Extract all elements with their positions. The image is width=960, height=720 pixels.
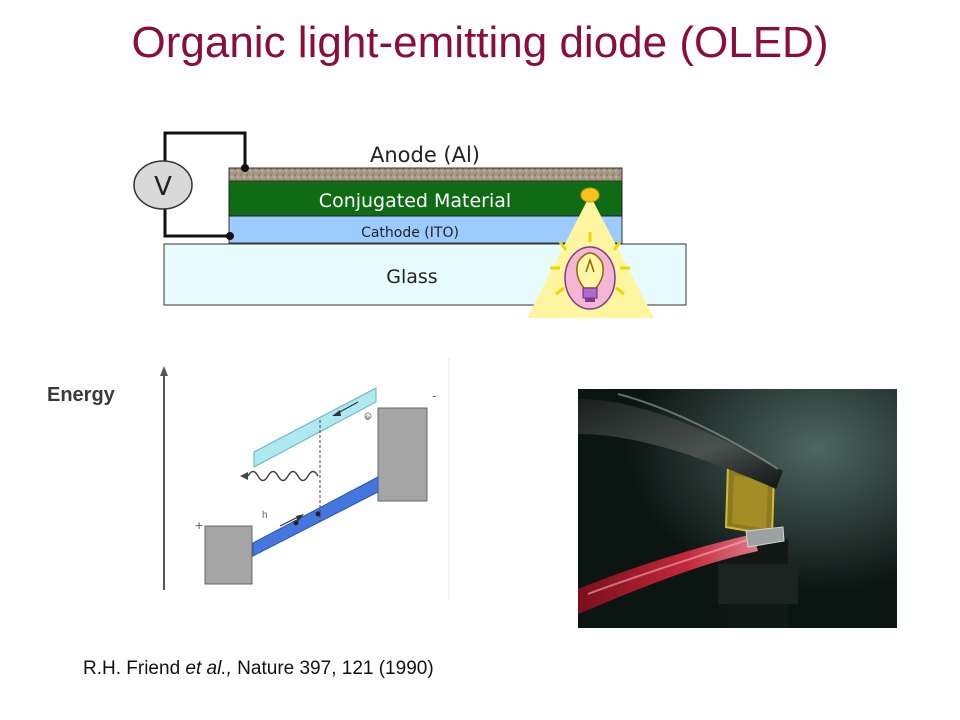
plus-sign: + xyxy=(195,517,203,533)
voltage-label: V xyxy=(154,172,172,202)
circuit-wire xyxy=(163,131,247,238)
glass-label: Glass xyxy=(386,266,437,288)
photon-wave-icon xyxy=(247,470,319,482)
anode-energy-block xyxy=(204,525,253,585)
cathode-contact-dot xyxy=(226,232,234,240)
oled-device-photo xyxy=(578,389,897,628)
anode-contact-dot xyxy=(241,164,249,172)
cathode-energy-block xyxy=(377,407,428,502)
electron-label: e xyxy=(365,413,370,422)
conjugated-layer xyxy=(228,180,623,217)
slide-title: Organic light-emitting diode (OLED) xyxy=(131,18,829,67)
anode-label: Anode (Al) xyxy=(370,143,480,167)
energy-band-diagram: e + - h xyxy=(160,358,450,600)
citation-reference: Nature 397, 121 (1990) xyxy=(231,658,434,679)
cathode-layer xyxy=(228,215,623,244)
citation-etal: et al., xyxy=(185,658,232,679)
lumo-band xyxy=(253,387,377,468)
citation-authors: R.H. Friend xyxy=(83,658,186,679)
voltage-source: V xyxy=(133,160,193,210)
lightbulb-icon xyxy=(550,232,630,310)
oled-photo-drawing xyxy=(578,389,897,628)
energy-axis xyxy=(160,366,168,590)
energy-axis-label: Energy xyxy=(47,384,115,406)
cathode-label: Cathode (ITO) xyxy=(361,225,459,241)
anode-layer xyxy=(228,167,623,182)
citation: R.H. Friend et al., Nature 397, 121 (199… xyxy=(83,658,434,680)
hole-label: h xyxy=(262,510,268,521)
minus-sign: - xyxy=(432,387,437,403)
homo-band xyxy=(252,476,379,557)
light-emission-icon xyxy=(527,187,654,318)
conjugated-label: Conjugated Material xyxy=(319,190,511,212)
